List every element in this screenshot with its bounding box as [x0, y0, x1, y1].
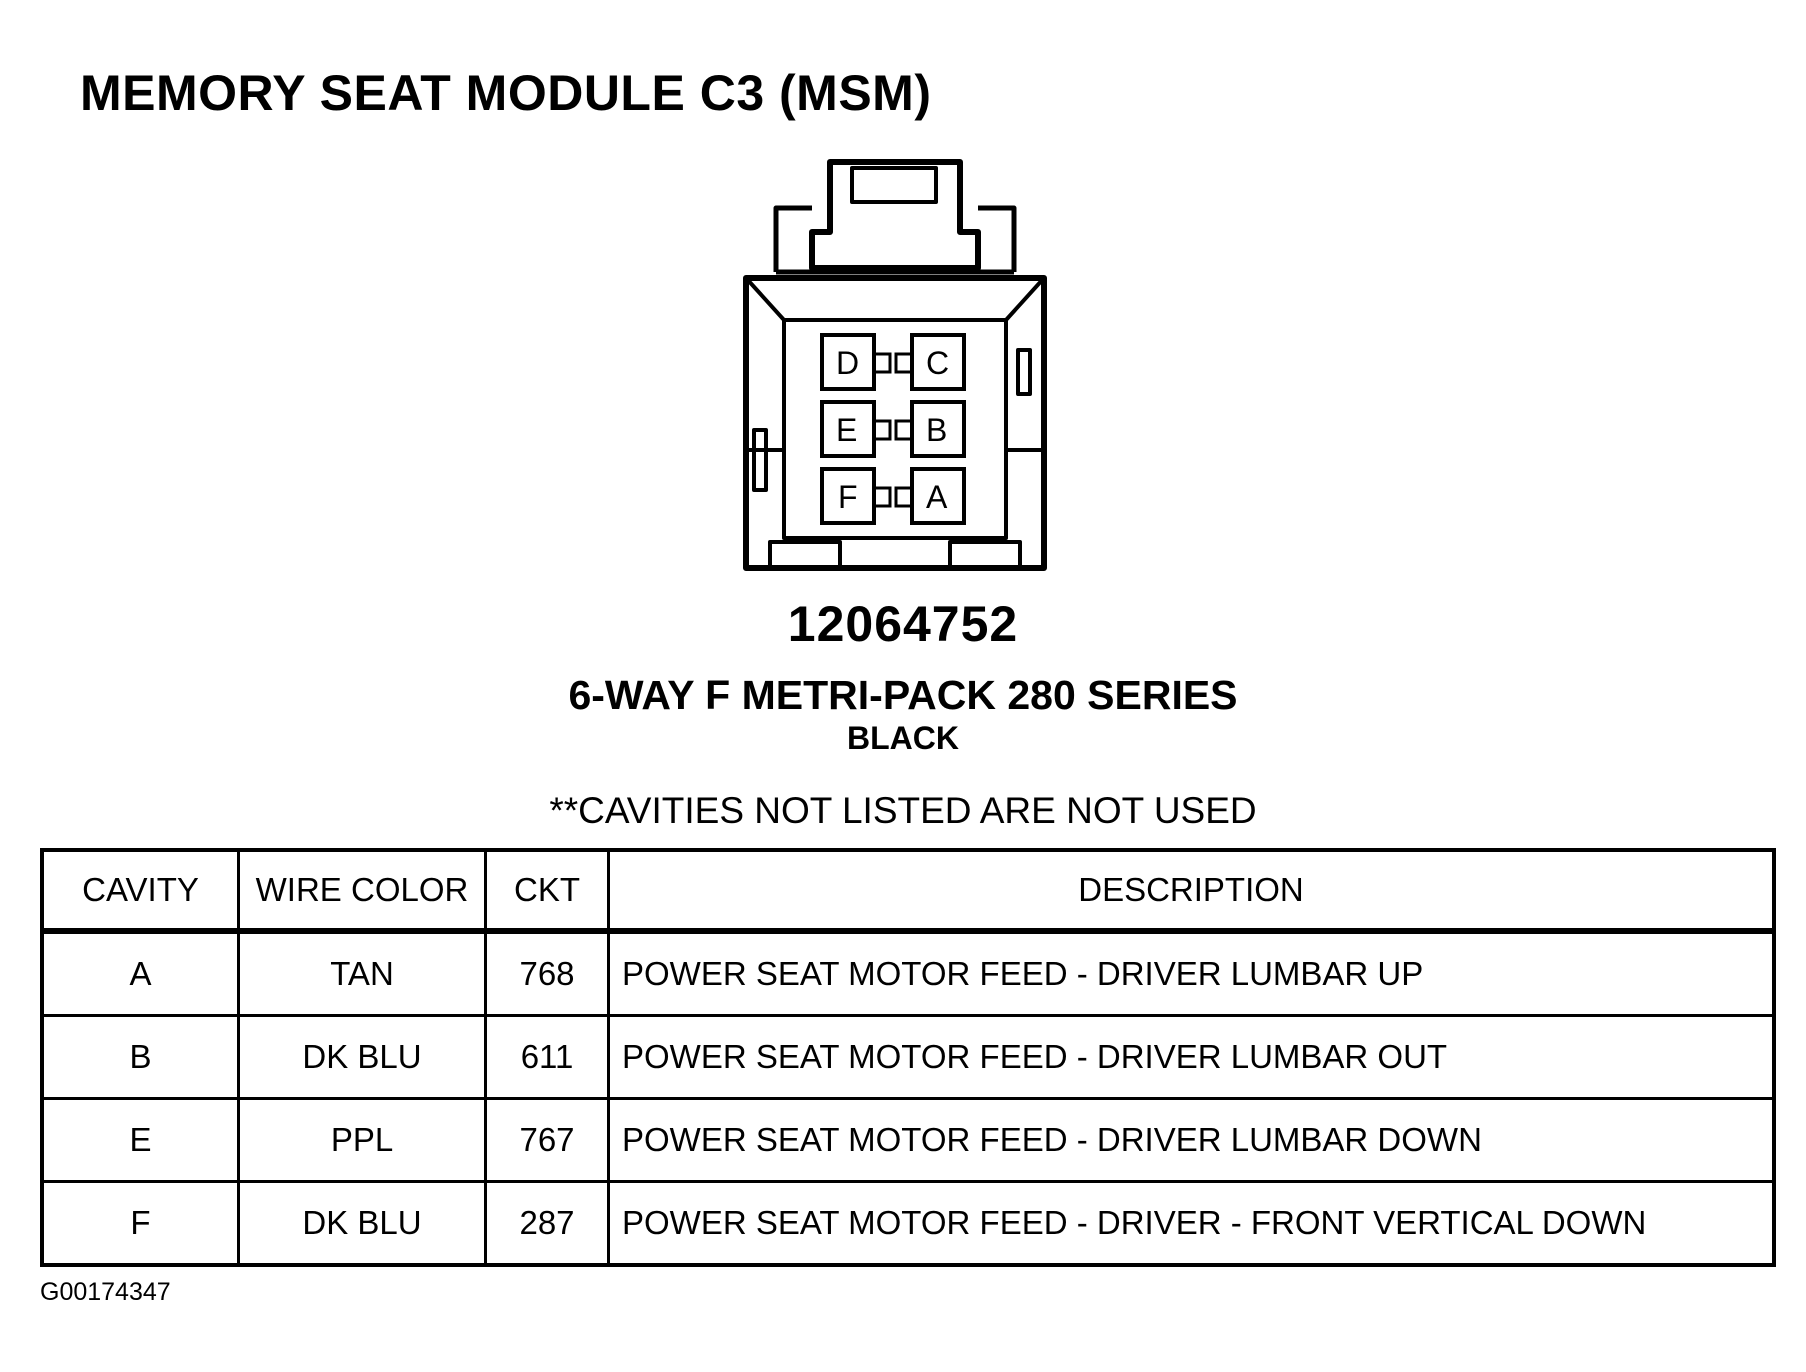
cell-wire-color: TAN — [237, 929, 487, 1017]
cell-ckt: 768 — [484, 929, 610, 1017]
cell-cavity: B — [40, 1014, 240, 1100]
unused-cavities-note: **CAVITIES NOT LISTED ARE NOT USED — [549, 790, 1257, 831]
cavity-c-outline — [910, 333, 966, 391]
cell-description: POWER SEAT MOTOR FEED - DRIVER - FRONT V… — [607, 1180, 1776, 1267]
connector-body — [743, 275, 1047, 571]
cell-description: POWER SEAT MOTOR FEED - DRIVER LUMBAR UP — [607, 929, 1776, 1017]
cavity-label-d: D — [836, 345, 859, 381]
latch-inner — [850, 166, 938, 204]
cavity-label-a: A — [926, 479, 948, 515]
cell-cavity: F — [40, 1180, 240, 1267]
right-rib — [1016, 348, 1032, 396]
connector-part-number: 12064752 — [787, 596, 1019, 652]
cavity-label-b: B — [926, 412, 947, 448]
cavity-b-outline — [910, 400, 966, 458]
cell-cavity: E — [40, 1097, 240, 1183]
latch-shoulders — [773, 205, 1017, 272]
bottom-feet — [768, 540, 1022, 568]
cell-wire-color: DK BLU — [237, 1014, 487, 1100]
header-wire-color: WIRE COLOR — [237, 848, 487, 934]
latch-outline — [809, 159, 981, 271]
cell-description: POWER SEAT MOTOR FEED - DRIVER LUMBAR DO… — [607, 1097, 1776, 1183]
cell-ckt: 611 — [484, 1014, 610, 1100]
cell-wire-color: DK BLU — [237, 1180, 487, 1267]
connector-face-svg: D C E B F A — [743, 159, 1047, 571]
cavity-e-outline — [820, 400, 876, 458]
header-ckt: CKT — [484, 848, 610, 934]
cell-wire-color: PPL — [237, 1097, 487, 1183]
connector-face-diagram: D C E B F A — [740, 150, 1060, 590]
cavity-f-outline — [820, 467, 876, 525]
table-row: A TAN 768 POWER SEAT MOTOR FEED - DRIVER… — [40, 929, 1776, 1017]
header-cavity: CAVITY — [40, 848, 240, 934]
cavity-label-e: E — [836, 412, 857, 448]
cell-description: POWER SEAT MOTOR FEED - DRIVER LUMBAR OU… — [607, 1014, 1776, 1100]
table-row: B DK BLU 611 POWER SEAT MOTOR FEED - DRI… — [40, 1014, 1776, 1100]
figure-id: G00174347 — [40, 1278, 171, 1306]
cell-cavity: A — [40, 929, 240, 1017]
connector-name: 6-WAY F METRI-PACK 280 SERIES — [568, 672, 1238, 718]
inner-face — [782, 318, 1008, 540]
table-header-row: CAVITY WIRE COLOR CKT DESCRIPTION — [40, 848, 1776, 934]
table-row: F DK BLU 287 POWER SEAT MOTOR FEED - DRI… — [40, 1180, 1776, 1267]
cell-ckt: 287 — [484, 1180, 610, 1267]
header-description: DESCRIPTION — [607, 848, 1776, 934]
table-row: E PPL 767 POWER SEAT MOTOR FEED - DRIVER… — [40, 1097, 1776, 1183]
cavity-d-outline — [820, 333, 876, 391]
left-rib — [752, 428, 768, 492]
cell-ckt: 767 — [484, 1097, 610, 1183]
connector-color: BLACK — [847, 720, 959, 756]
diagram-title: MEMORY SEAT MODULE C3 (MSM) — [80, 65, 932, 121]
cavity-label-f: F — [838, 479, 858, 515]
cavity-label-c: C — [926, 345, 949, 381]
cavity-a-outline — [910, 467, 966, 525]
pinout-table: CAVITY WIRE COLOR CKT DESCRIPTION A TAN … — [40, 848, 1776, 1267]
